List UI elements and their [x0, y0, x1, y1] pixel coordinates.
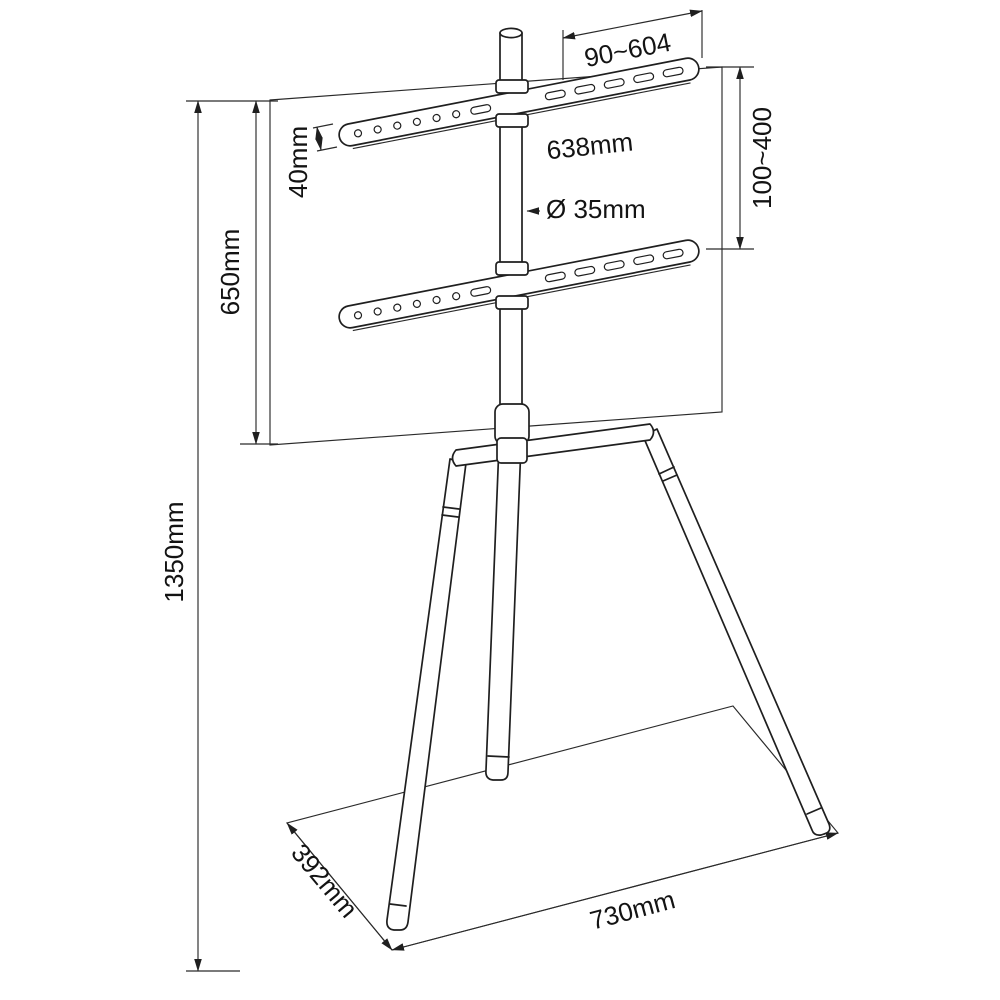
pole-top-cap — [499, 27, 523, 39]
upper-clamp-top — [495, 79, 529, 94]
rear-foot-joint-line — [487, 755, 510, 758]
pole-clamps — [495, 79, 529, 310]
label-base-width: 730mm — [587, 884, 679, 935]
label-bracket-length: 638mm — [545, 126, 634, 165]
label-base-depth: 392mm — [285, 838, 364, 924]
upper-clamp-bottom — [495, 113, 529, 128]
dimension-labels: 90~604 40mm 638mm Ø 35mm 100~400 650mm 1… — [159, 27, 777, 936]
mount-plane-outline — [269, 66, 723, 446]
label-vesa-height-range: 100~400 — [747, 107, 777, 209]
label-total-height: 1350mm — [159, 501, 189, 602]
label-mount-section-height: 650mm — [215, 229, 245, 316]
dimension-lines — [186, 9, 839, 972]
tripod-left-leg — [386, 458, 467, 931]
crossbar-clamp — [496, 437, 528, 464]
label-pole-diameter: Ø 35mm — [546, 194, 646, 224]
label-bracket-height: 40mm — [283, 126, 313, 198]
floor-outline — [285, 705, 840, 951]
crossbar-yoke — [451, 423, 655, 467]
lower-clamp-bottom — [495, 295, 529, 310]
lower-clamp-top — [495, 261, 529, 276]
tripod-right-leg — [642, 428, 831, 836]
